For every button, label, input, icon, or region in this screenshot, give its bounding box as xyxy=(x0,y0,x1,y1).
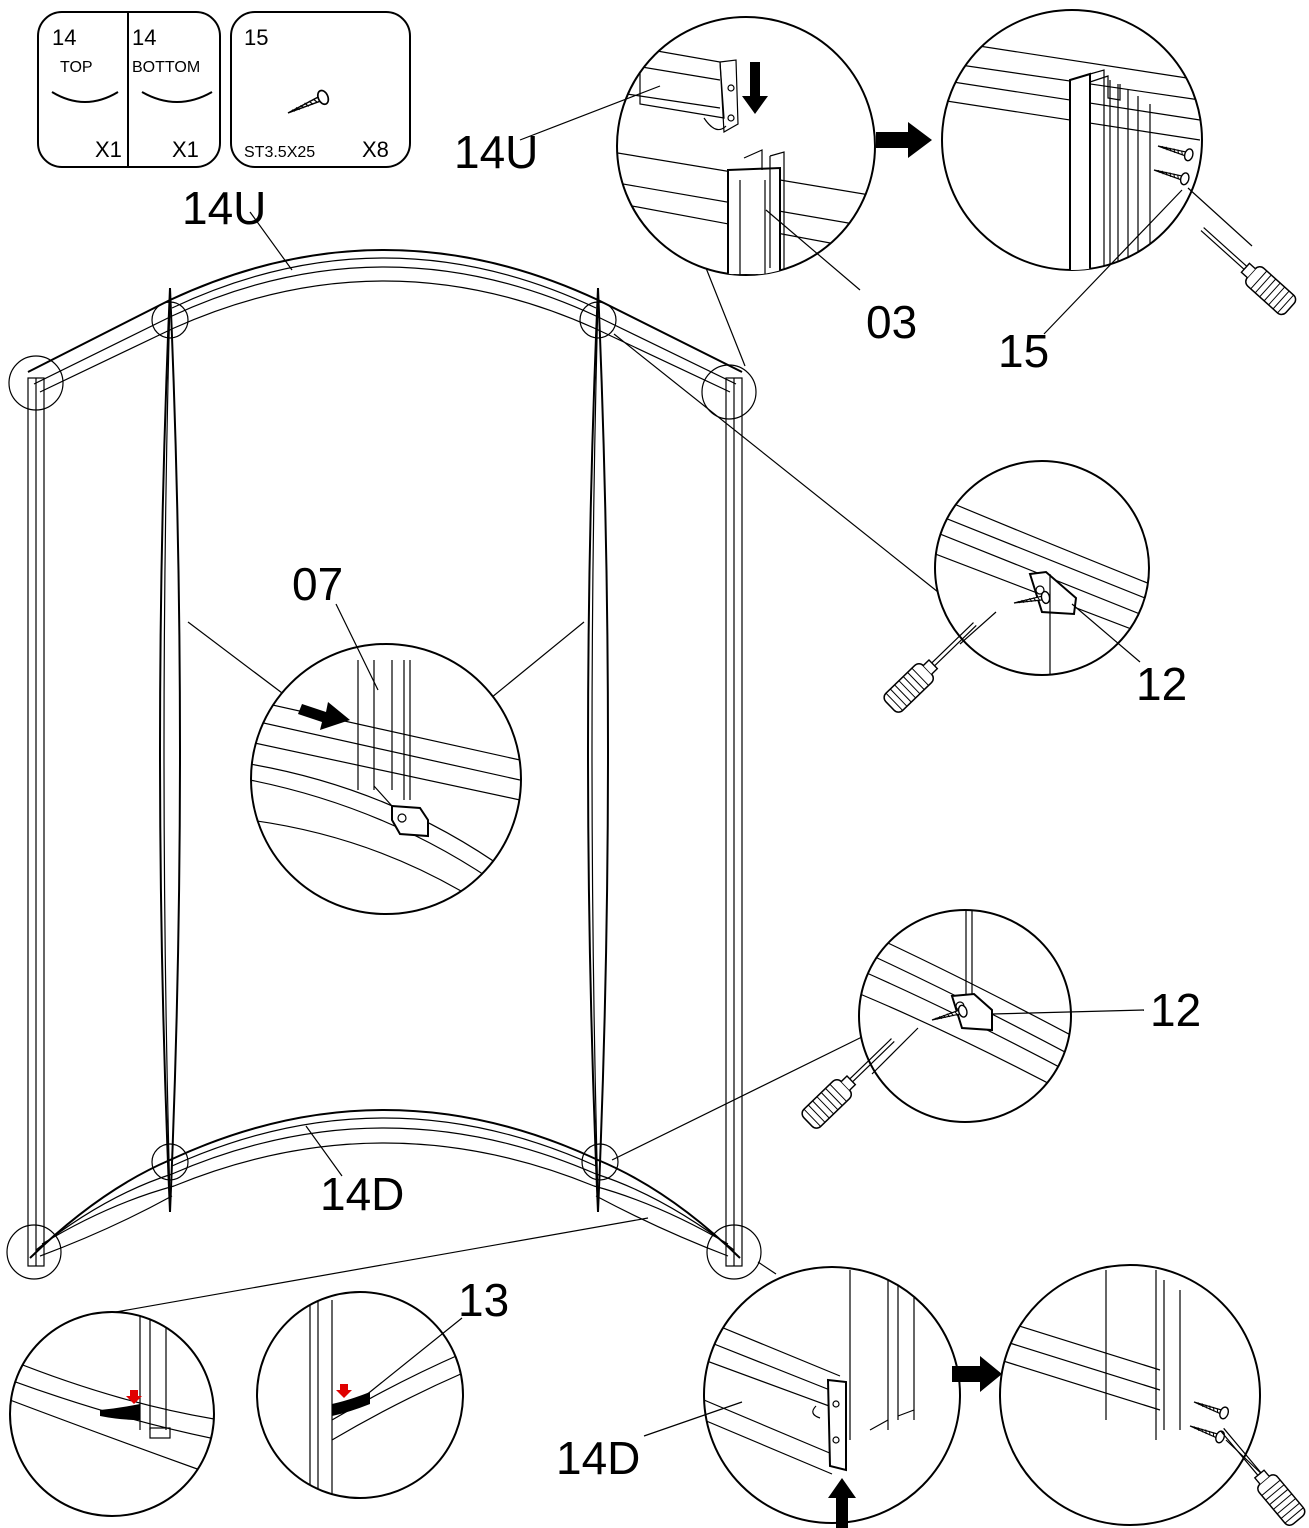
part-14-bottom-qty: X1 xyxy=(172,137,199,162)
part-14-bottom-name: BOTTOM xyxy=(132,59,200,76)
part-15-qty: X8 xyxy=(362,137,389,162)
left-door-leaf xyxy=(159,287,181,1213)
detail-bottom-insert xyxy=(643,1266,961,1528)
detail-seal-left xyxy=(9,1311,215,1517)
label-12-lower: 12 xyxy=(1150,984,1201,1036)
detail-top-screws xyxy=(941,9,1299,335)
top-rail-14u xyxy=(27,249,743,393)
up-arrow-icon xyxy=(828,1478,856,1528)
label-07: 07 xyxy=(292,558,343,610)
red-arrow-icon xyxy=(126,1390,142,1404)
bottom-rail-part-icon xyxy=(141,91,213,103)
part-15-spec: ST3.5X25 xyxy=(244,144,315,161)
arrow-icon xyxy=(876,122,932,158)
label-03: 03 xyxy=(866,296,917,348)
label-13: 13 xyxy=(458,1274,509,1326)
down-arrow-icon xyxy=(742,62,768,114)
part-14-top-qty: X1 xyxy=(95,137,122,162)
label-14u-main: 14U xyxy=(182,182,266,234)
detail-slider xyxy=(250,603,522,915)
screwdriver-icon xyxy=(1193,219,1299,318)
right-door-leaf xyxy=(587,287,609,1213)
detail-bottom-screws xyxy=(999,1264,1308,1528)
label-14u-detail: 14U xyxy=(454,126,538,178)
top-rail-part-icon xyxy=(51,91,119,103)
label-14d-detail: 14D xyxy=(556,1432,640,1484)
part-14-top-name: TOP xyxy=(60,59,93,76)
leader-lines xyxy=(115,267,939,1313)
shower-frame xyxy=(6,249,762,1280)
label-12-upper: 12 xyxy=(1136,658,1187,710)
label-15: 15 xyxy=(998,325,1049,377)
part-15-number: 15 xyxy=(244,25,268,50)
parts-box: 14 TOP X1 14 BOTTOM X1 15 ST3.5X25 X8 xyxy=(37,11,411,168)
part-14-top-number: 14 xyxy=(52,25,76,50)
label-14d-main: 14D xyxy=(320,1168,404,1220)
detail-bracket-upper xyxy=(880,460,1150,716)
detail-seal-right xyxy=(256,1291,464,1499)
bottom-rail-14d xyxy=(29,1109,741,1259)
part-14-bottom-number: 14 xyxy=(132,25,156,50)
detail-bracket-lower xyxy=(798,909,1145,1132)
detail-top-insert xyxy=(519,16,876,291)
